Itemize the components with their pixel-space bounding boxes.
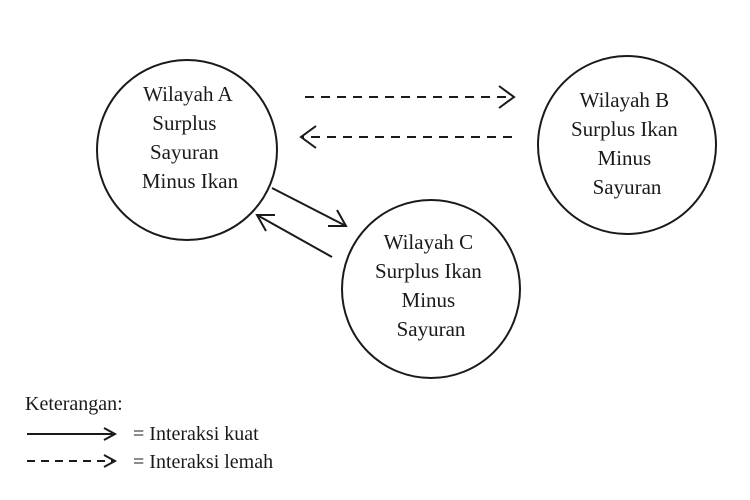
arrowhead-up-left-icon: [255, 214, 275, 232]
node-a-label: Wilayah A Surplus Sayuran Minus Ikan: [142, 82, 239, 193]
edge-c-to-a-strong: [255, 214, 333, 258]
node-c-line-2: Surplus Ikan: [375, 259, 482, 283]
node-a-line-1: Wilayah A: [143, 82, 233, 106]
legend-strong-label: = Interaksi kuat: [133, 423, 259, 445]
node-a-circle: [96, 59, 278, 241]
node-b-line-4: Sayuran: [593, 175, 662, 199]
node-b-line-3: Minus: [598, 146, 652, 170]
edge-c-to-a-line: [256, 214, 333, 258]
node-b-line-2: Surplus Ikan: [571, 117, 678, 141]
node-c-line-4: Sayuran: [397, 317, 466, 341]
legend-weak-item: = Interaksi lemah: [27, 451, 273, 473]
legend-strong-item: = Interaksi kuat: [27, 423, 259, 445]
node-a-line-3: Sayuran: [150, 140, 219, 164]
edge-a-to-b-weak: [305, 85, 516, 109]
arrowhead-left-icon: [299, 125, 317, 149]
legend-solid-arrowhead-icon: [103, 427, 118, 441]
node-b-circle: [537, 55, 717, 235]
node-wilayah-c: Wilayah C Surplus Ikan Minus Sayuran: [341, 199, 521, 379]
node-b-line-1: Wilayah B: [580, 88, 670, 112]
legend: Keterangan: = Interaksi kuat = Interaksi…: [25, 393, 273, 473]
edge-b-to-a-weak: [299, 125, 512, 149]
edge-a-to-c-line: [271, 187, 347, 227]
arrowhead-right-icon: [498, 85, 516, 109]
node-b-label: Wilayah B Surplus Ikan Minus Sayuran: [571, 88, 683, 199]
node-c-label: Wilayah C Surplus Ikan Minus Sayuran: [375, 230, 487, 341]
edge-a-to-c-strong: [271, 187, 348, 227]
legend-dashed-arrowhead-icon: [103, 454, 118, 468]
node-a-line-2: Surplus: [152, 111, 216, 135]
node-c-line-3: Minus: [402, 288, 456, 312]
node-a-line-4: Minus Ikan: [142, 169, 239, 193]
node-wilayah-b: Wilayah B Surplus Ikan Minus Sayuran: [537, 55, 717, 235]
legend-title: Keterangan:: [25, 393, 123, 415]
arrowhead-down-right-icon: [328, 209, 348, 227]
legend-weak-label: = Interaksi lemah: [133, 451, 273, 473]
node-wilayah-a: Wilayah A Surplus Sayuran Minus Ikan: [96, 59, 278, 241]
node-c-circle: [341, 199, 521, 379]
node-c-line-1: Wilayah C: [384, 230, 474, 254]
